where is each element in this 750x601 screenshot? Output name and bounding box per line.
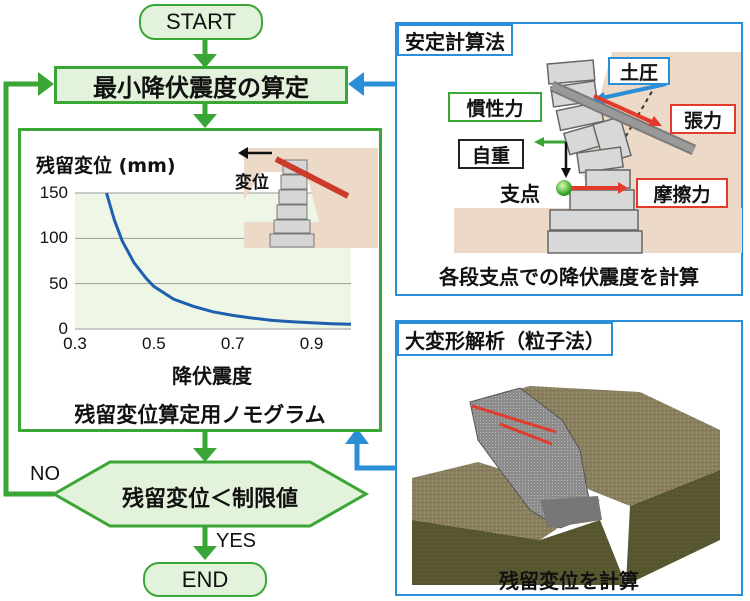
residual-displacement-curve [105, 192, 352, 326]
arrow-nomogram-down [193, 448, 217, 462]
decision-label: 残留変位＜制限値 [121, 487, 298, 512]
stone-base [540, 496, 602, 528]
y-tick-label: 100 [39, 228, 68, 248]
model-right-face [626, 470, 720, 585]
y-tick-label: 50 [49, 273, 68, 293]
particle-caption: 残留変位を計算 [499, 569, 639, 593]
y-tick-label: 150 [39, 183, 68, 202]
particle-to-nomogram-line [354, 440, 395, 471]
y-tick-label: 0 [58, 319, 68, 338]
no-label: NO [30, 463, 60, 485]
fulcrum-label: 支点 [500, 182, 540, 206]
arrow-particle-to-nomogram [345, 428, 369, 444]
tension-label: 張力 [670, 104, 736, 134]
nomogram-caption: 残留変位算定用ノモグラム [74, 403, 326, 427]
end-terminal: END [143, 562, 267, 597]
x-tick-label: 0.5 [142, 334, 166, 353]
arrow-stability-to-step1 [348, 72, 364, 96]
sim-tension-bar-2 [499, 422, 553, 446]
tension-arrow [593, 94, 653, 124]
arrow-decision-down [193, 546, 217, 560]
no-loop-line [3, 81, 54, 497]
x-tick-label: 0.9 [299, 334, 324, 353]
inset-displacement-arrow [238, 147, 248, 159]
end-label: END [181, 566, 229, 592]
particle-title: 大変形解析（粒子法） [397, 322, 613, 356]
x-tick-label: 0.3 [63, 334, 87, 353]
arrow-step1-down [193, 114, 217, 128]
self-weight-label: 自重 [458, 139, 524, 169]
yes-label: YES [216, 530, 257, 552]
chart-ylabel: 残留変位 (mm) [36, 155, 176, 177]
stability-title: 安定計算法 [397, 24, 513, 56]
sim-tension-bar-1 [471, 404, 557, 434]
model-front-face [412, 520, 626, 585]
arrow-no-loop [38, 72, 54, 96]
inertia-label: 慣性力 [448, 92, 542, 122]
process-min-yield-label: 最小降伏震度の算定 [93, 73, 309, 102]
earth-pressure-arrow [601, 82, 667, 100]
inset-displacement-label: 変位 [235, 173, 269, 193]
x-tick-label: 0.7 [220, 334, 245, 353]
earth-pressure-label: 土圧 [608, 57, 670, 85]
fulcrum-ball [556, 180, 572, 196]
start-terminal: START [139, 4, 263, 40]
inset-wall-illustration [238, 147, 378, 248]
chart-xlabel: 降伏震度 [172, 364, 252, 388]
arrow-start-down [193, 54, 217, 68]
stability-caption: 各段支点での降伏震度を計算 [439, 265, 699, 289]
friction-label: 摩擦力 [636, 178, 728, 208]
start-label: START [165, 9, 237, 34]
process-min-yield: 最小降伏震度の算定 [54, 66, 348, 104]
